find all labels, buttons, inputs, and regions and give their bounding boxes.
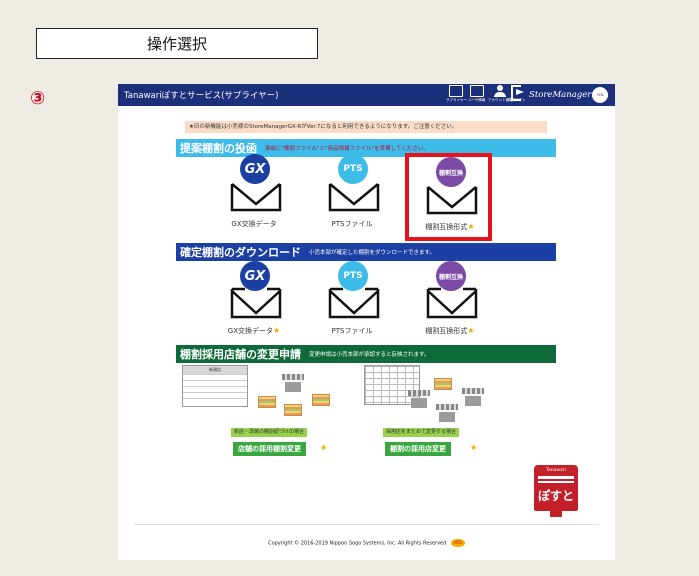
envelope-download-icon: [426, 287, 478, 319]
account-button[interactable]: アカウント管理: [488, 85, 513, 105]
posuto-text: ぽすと: [537, 489, 574, 503]
logout-icon: [510, 85, 524, 101]
download-pts-label: PTSファイル: [331, 327, 373, 335]
app-title: Tanawariぽすとサービス(サプライヤー): [124, 91, 279, 101]
user-info-label: ユーザ情報: [468, 98, 486, 102]
copyright-text: Copyright © 2016-2019 Nippon Sogo System…: [268, 540, 447, 547]
section-proposal-desc: 事前に"棚割ファイル"と"商品情報ファイル"を準備してください。: [265, 146, 429, 152]
proposal-compat-label: 棚割互換形式★: [425, 222, 475, 231]
proposal-gx-card[interactable]: GX GX交換データ: [204, 154, 304, 234]
envelope-download-icon: [328, 287, 380, 319]
store-table-illustration: 新規店: [182, 365, 248, 407]
envelope-download-icon: [230, 287, 282, 319]
nss-logo: NSS: [450, 539, 465, 547]
step-title-text: 操作選択: [146, 35, 207, 53]
proposal-compat-card[interactable]: 棚割互換 棚割互換形式★: [400, 157, 500, 237]
store-grid-illustration: [364, 365, 420, 405]
download-gx-label: GX交換データ★: [227, 326, 281, 335]
supplier-button[interactable]: サプライヤー: [446, 85, 467, 105]
new-feature-star-icon: ★: [320, 443, 328, 452]
shelf-icon: [284, 404, 302, 416]
section-change-title: 棚割採用店舗の変更申請: [180, 348, 301, 361]
envelope-icon: [328, 183, 380, 212]
section-proposal-title: 提案棚割の投函: [180, 142, 257, 155]
brand-text: StoreManager: [529, 90, 592, 100]
section-proposal-header: 提案棚割の投函 事前に"棚割ファイル"と"商品情報ファイル"を準備してください。: [176, 139, 556, 157]
shelf-store-change-button[interactable]: 棚割の採用店変更: [385, 442, 451, 456]
account-label: アカウント管理: [488, 98, 513, 102]
shelf-icon: [312, 394, 330, 406]
pts-badge-icon: PTS: [338, 154, 368, 184]
user-info-button[interactable]: ユーザ情報: [468, 85, 485, 105]
gx-badge-icon: GX: [240, 261, 270, 291]
download-compat-card[interactable]: 棚割互換 棚割互換形式★: [400, 261, 500, 341]
right-case-tag: 採用店をまとめて変更する場合: [383, 428, 460, 437]
pts-badge-icon: PTS: [338, 261, 368, 291]
envelope-icon: [230, 183, 282, 212]
footer-divider: [134, 524, 599, 525]
supplier-icon: [449, 85, 464, 97]
table-header: 新規店: [183, 366, 247, 374]
app-window: Tanawariぽすとサービス(サプライヤー) サプライヤー ユーザ情報 アカウ…: [118, 84, 615, 560]
store-icon: [462, 388, 484, 406]
store-icon: [282, 374, 304, 392]
app-header: Tanawariぽすとサービス(サプライヤー) サプライヤー ユーザ情報 アカウ…: [118, 84, 615, 106]
left-case-tag: 新店・改装の棚割紐づけの場合: [231, 428, 308, 437]
section-download-header: 確定棚割のダウンロード 小売本部が確定した棚割をダウンロードできます。: [176, 243, 556, 261]
account-icon: [493, 85, 507, 97]
store-assignment-change-button[interactable]: 店舗の採用棚割変更: [233, 442, 306, 456]
store-icon: [436, 404, 458, 422]
section-change-desc: 変更申請は小売本部が承認すると反映されます。: [309, 352, 430, 358]
download-compat-label: 棚割互換形式★: [425, 326, 475, 335]
selection-highlight: [405, 153, 492, 241]
copyright: Copyright © 2016-2019 Nippon Sogo System…: [118, 539, 615, 547]
compat-badge-icon: 棚割互換: [436, 261, 466, 291]
posuto-brand: Tanawari: [546, 468, 566, 473]
section-change-header: 棚割採用店舗の変更申請 変更申請は小売本部が承認すると反映されます。: [176, 345, 556, 363]
storemanager-logo: StoreManager GX: [529, 86, 611, 104]
compat-badge-icon: 棚割互換: [436, 157, 466, 187]
proposal-pts-label: PTSファイル: [331, 220, 373, 228]
step-title: 操作選択: [36, 28, 318, 59]
section-download-desc: 小売本部が確定した棚割をダウンロードできます。: [309, 250, 435, 256]
download-gx-card[interactable]: GX GX交換データ★: [204, 261, 304, 341]
store-icon: [408, 390, 430, 408]
new-feature-star-icon: ★: [470, 443, 478, 452]
download-pts-card[interactable]: PTS PTSファイル: [302, 261, 402, 341]
tanawari-posuto-logo[interactable]: Tanawari ぽすと: [534, 465, 578, 511]
proposal-pts-card[interactable]: PTS PTSファイル: [302, 154, 402, 234]
notice-banner: ★印の新機能は小売様のStoreManagerGX-RがVer.7になると利用で…: [185, 121, 547, 133]
section-download-title: 確定棚割のダウンロード: [180, 246, 301, 259]
shelf-icon: [258, 396, 276, 408]
envelope-icon: [426, 186, 478, 215]
brand-badge: GX: [592, 87, 609, 103]
shelf-icon: [434, 378, 452, 390]
proposal-gx-label: GX交換データ: [231, 220, 277, 228]
supplier-label: サプライヤー: [446, 98, 467, 102]
logout-button[interactable]: ログアウト: [508, 85, 526, 105]
mailbox-post-icon: [550, 511, 562, 517]
step-number: ③: [30, 88, 46, 109]
user-info-icon: [469, 85, 484, 97]
gx-badge-icon: GX: [240, 154, 270, 184]
